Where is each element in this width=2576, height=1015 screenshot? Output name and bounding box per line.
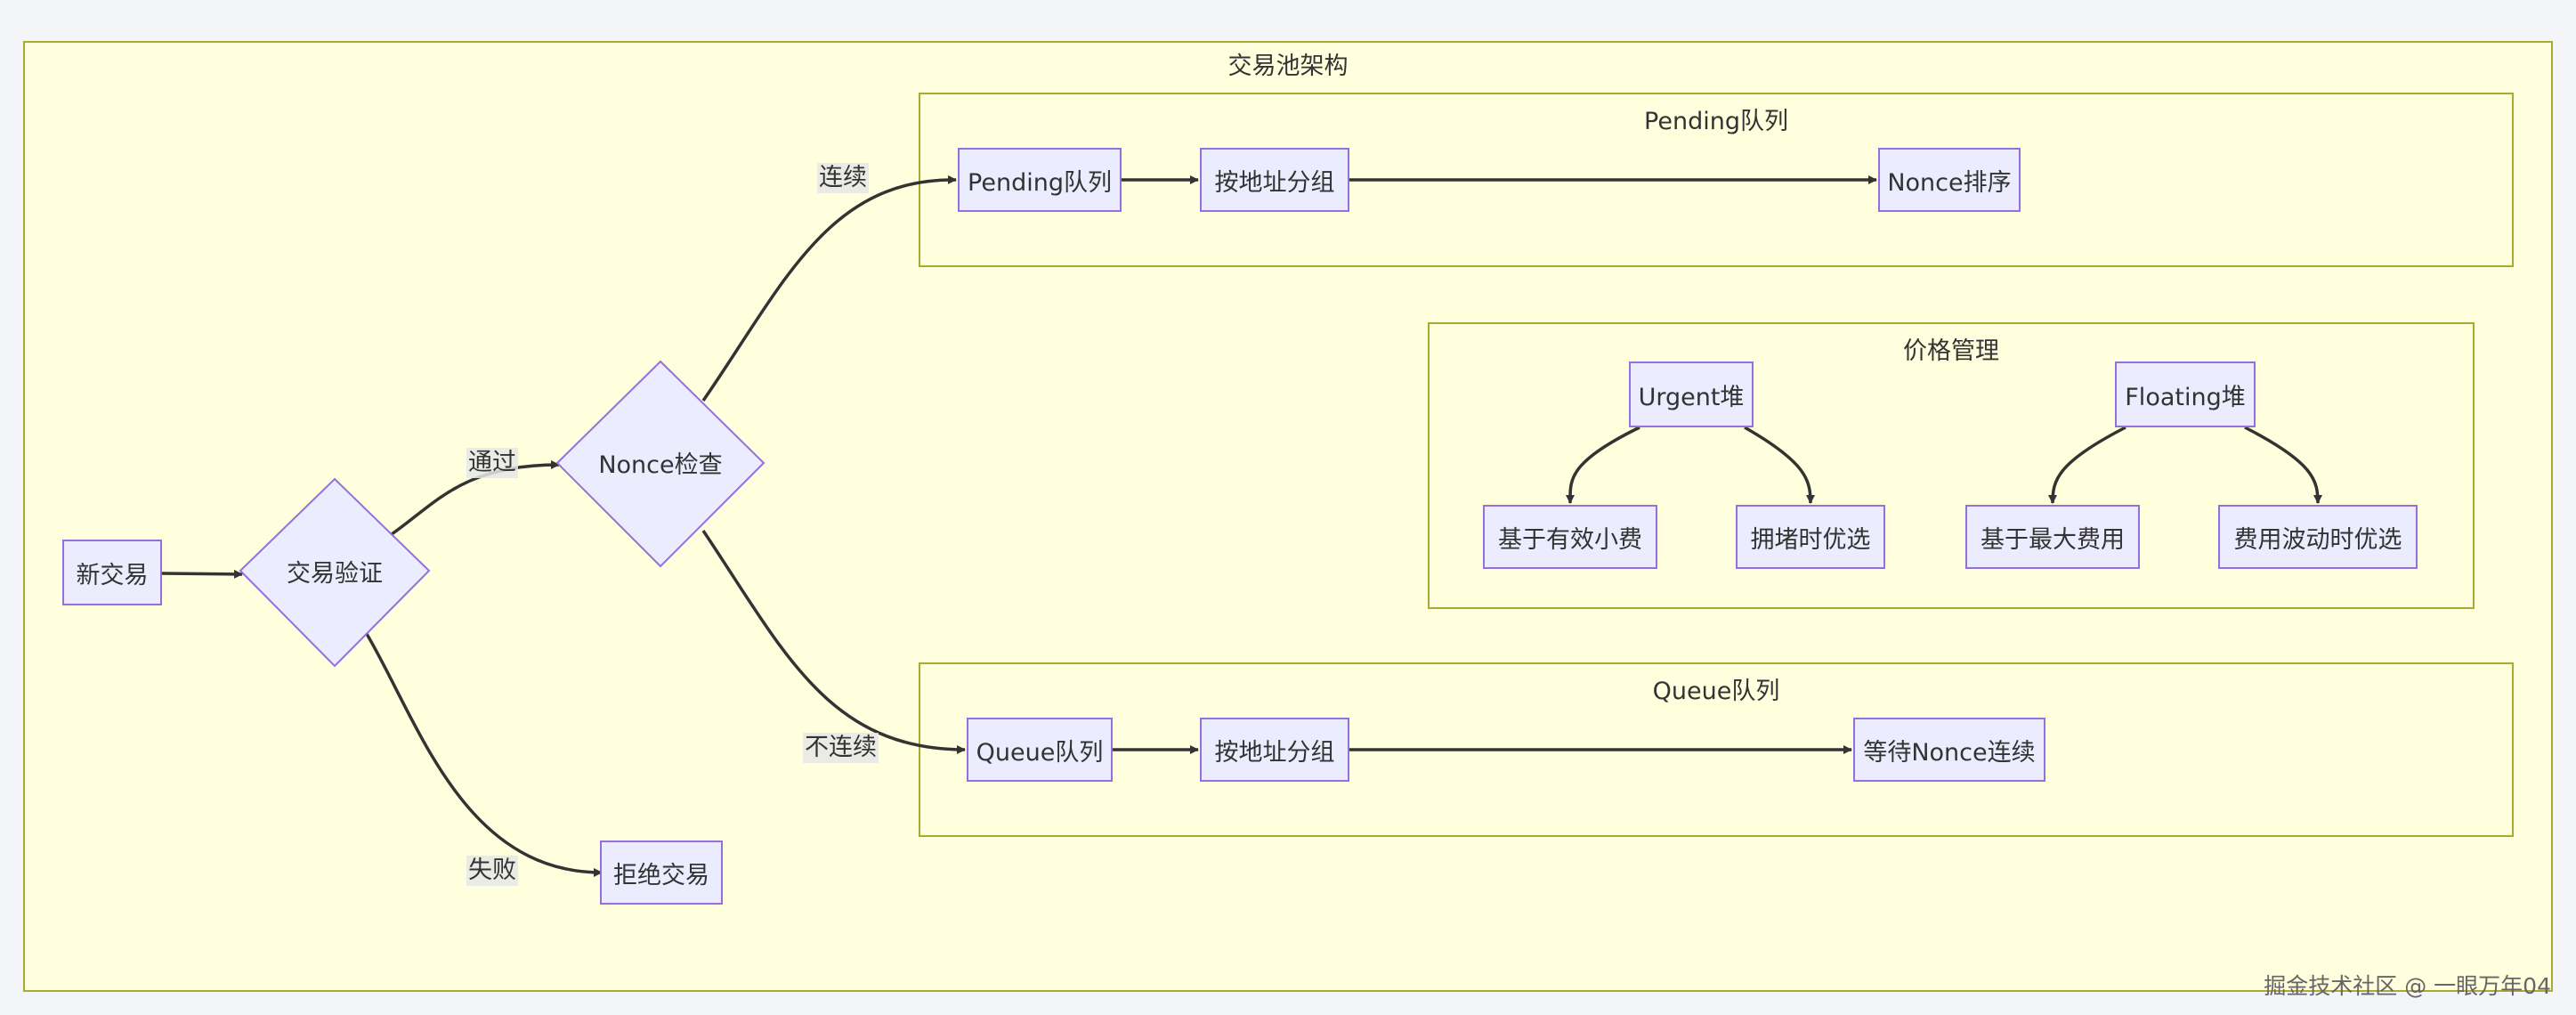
edge-label-not-continuous: 不连续 — [803, 733, 879, 763]
node-queue-queue: Queue队列 — [967, 718, 1113, 782]
cluster-pending-title: Pending队列 — [1644, 108, 1788, 135]
edge-nonce-to-pending — [701, 175, 957, 402]
watermark-text: 掘金技术社区 @ 一眼万年04 — [2264, 973, 2551, 999]
edge-nonce-to-queue — [701, 530, 966, 754]
edge-urgent-to-tip — [1565, 426, 1640, 504]
node-queue-group: 按地址分组 — [1200, 718, 1349, 782]
node-pending-queue: Pending队列 — [958, 148, 1122, 212]
cluster-tx-pool-title: 交易池架构 — [1227, 53, 1349, 80]
cluster-price-title: 价格管理 — [1903, 337, 1999, 365]
edge-label-continuous: 连续 — [817, 163, 869, 193]
edge-urgent-to-congestion — [1744, 426, 1815, 504]
cluster-queue-title: Queue队列 — [1652, 678, 1780, 705]
node-pending-group: 按地址分组 — [1200, 148, 1349, 212]
node-volatility-first: 费用波动时优选 — [2218, 505, 2418, 569]
edge-label-fail: 失败 — [466, 856, 518, 886]
edge-validate-to-nonce — [390, 460, 560, 536]
edge-new-to-validate — [161, 569, 243, 579]
diamond-validate — [239, 477, 431, 668]
node-congestion-first: 拥堵时优选 — [1736, 505, 1885, 569]
node-floating-heap: Floating堆 — [2115, 361, 2256, 427]
node-effective-tip: 基于有效小费 — [1483, 505, 1657, 569]
edge-validate-to-reject — [365, 633, 603, 877]
edge-label-pass: 通过 — [466, 448, 518, 478]
node-max-fee: 基于最大费用 — [1965, 505, 2140, 569]
edge-floating-to-volatility — [2244, 426, 2322, 504]
node-new-tx: 新交易 — [62, 540, 162, 605]
node-nonce-check-label: Nonce检查 — [598, 451, 723, 479]
node-validate-label: 交易验证 — [287, 559, 383, 588]
node-reject-tx: 拒绝交易 — [600, 840, 723, 905]
edge-floating-to-maxfee — [2048, 426, 2126, 504]
node-nonce-sort: Nonce排序 — [1878, 148, 2021, 212]
node-wait-nonce: 等待Nonce连续 — [1853, 718, 2045, 782]
diamond-nonce-check — [555, 360, 766, 568]
node-urgent-heap: Urgent堆 — [1629, 361, 1754, 427]
